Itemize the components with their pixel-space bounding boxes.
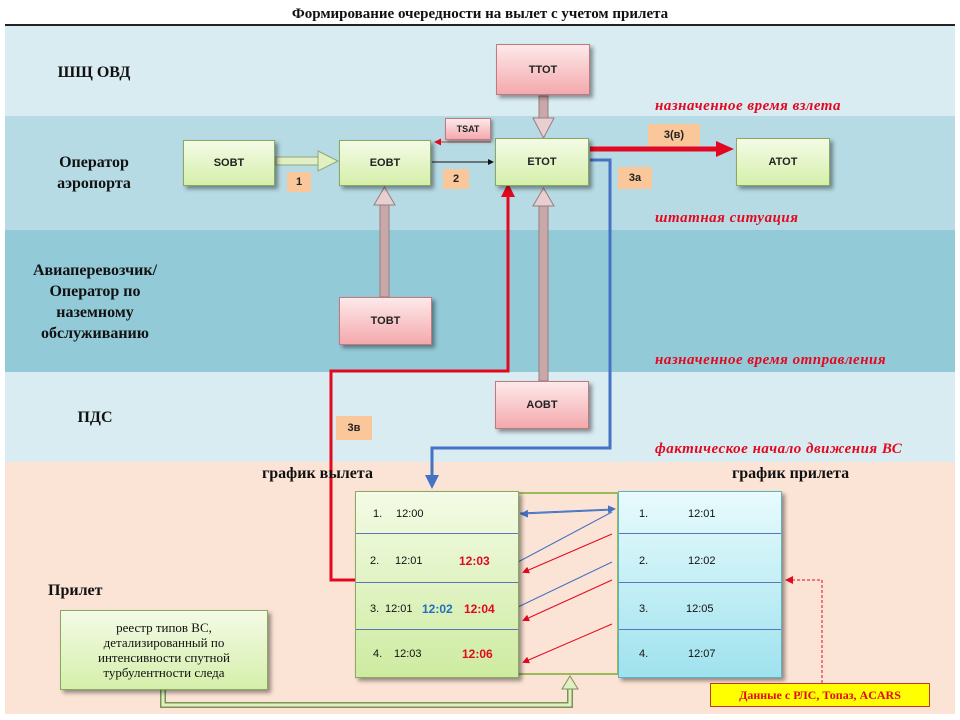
arr-row-time: 12:02 [688, 555, 716, 567]
registry-line: реестр типов ВС, [116, 620, 212, 635]
arr-row-num: 4. [639, 648, 649, 660]
row-divider [356, 629, 518, 630]
band-airline [5, 230, 955, 372]
path-3a [425, 158, 612, 489]
dep-row-num: 2. [370, 555, 380, 567]
eobt-label: EOBT [369, 157, 401, 169]
step-3b-top-text: 3(в) [663, 129, 685, 141]
step-1-text: 1 [295, 176, 303, 188]
atot-box: ATOT [736, 138, 830, 186]
row-divider [356, 533, 518, 534]
registry-line: турбулентности следа [103, 665, 225, 680]
lane-airport-line: Оператор [59, 154, 129, 171]
tsat-label: TSAT [456, 124, 480, 134]
tobt-box: TOBT [339, 297, 432, 345]
dep-row-num: 1. [373, 508, 383, 520]
lane-airline-line: наземному [56, 304, 134, 321]
step-2-text: 2 [452, 173, 460, 185]
arr-row-time: 12:07 [688, 648, 716, 660]
dep-row-new-time: 12:03 [459, 554, 490, 568]
arrow-sobt-eobt [275, 150, 340, 172]
etot-box: ETOT [495, 138, 589, 186]
registry-line: интенсивности спутной [98, 650, 230, 665]
aobt-box: AOBT [495, 381, 589, 429]
lane-label-arrival: Прилет [48, 580, 148, 601]
lane-airport-line: аэропорта [57, 175, 131, 192]
dep-row-num: 3. [370, 603, 380, 615]
sobt-label: SOBT [213, 157, 245, 169]
lane-label-pds: ПДС [50, 407, 140, 428]
arr-row-num: 2. [639, 555, 649, 567]
sobt-box: SOBT [183, 140, 275, 186]
arr-row-time: 12:05 [686, 603, 714, 615]
lane-label-airline: Авиаперевозчик/ Оператор по наземному об… [12, 260, 178, 344]
dep-row-time: 12:03 [394, 648, 422, 660]
row-divider [619, 629, 781, 630]
arrow-tobt-eobt [373, 186, 396, 298]
tobt-label: TOBT [370, 315, 401, 327]
note-assigned-departure: назначенное время отправления [655, 352, 887, 368]
lane-airline-line: Авиаперевозчик/ [32, 262, 158, 279]
lane-airline-line: обслуживанию [41, 325, 149, 342]
arrow-ttot-etot [532, 95, 555, 140]
arr-row-num: 3. [639, 603, 649, 615]
ttot-box: TTOT [496, 44, 590, 95]
step-label-1: 1 [287, 172, 311, 192]
arrow-aobt-etot [532, 187, 555, 382]
dep-row-time: 12:01 [385, 603, 413, 615]
ttot-label: TTOT [528, 63, 558, 76]
arrow-registry-schedules [160, 675, 579, 708]
arrival-schedule-header: график прилета [732, 465, 850, 482]
row-divider [619, 533, 781, 534]
departure-schedule: 1. 12:00 2. 12:01 12:03 3. 12:01 12:02 1… [355, 491, 519, 678]
registry-line: детализированный по [103, 635, 225, 650]
band-atc [5, 26, 955, 116]
note-assigned-takeoff: назначенное время взлета [655, 98, 841, 114]
schedule-cross-links [517, 505, 616, 664]
tsat-box: TSAT [445, 118, 491, 140]
arr-row-time: 12:01 [688, 508, 716, 520]
arrow-etot-atot [590, 141, 734, 157]
lane-label-airport-operator: Оператор аэропорта [28, 152, 160, 194]
atot-label: ATOT [768, 156, 798, 168]
lane-atc-text: ШЩ ОВД [57, 64, 131, 81]
aobt-label: AOBT [526, 399, 558, 411]
dep-row-num: 4. [373, 648, 383, 660]
dep-row-time: 12:00 [396, 508, 424, 520]
arrival-schedule: 1. 12:01 2. 12:02 3. 12:05 4. 12:07 [618, 491, 782, 678]
eobt-box: EOBT [339, 140, 431, 186]
lane-pds-text: ПДС [77, 409, 113, 426]
departure-schedule-header: график вылета [262, 465, 373, 482]
note-normal-situation: штатная ситуация [655, 210, 799, 226]
step-label-2: 2 [443, 169, 469, 189]
step-label-3v: 3в [336, 416, 372, 440]
aircraft-type-registry: реестр типов ВС, детализированный по инт… [60, 610, 268, 690]
arr-row-num: 1. [639, 508, 649, 520]
dep-row-mid-time: 12:02 [422, 602, 453, 616]
path-3v [329, 183, 515, 582]
dep-row-new-time: 12:06 [462, 647, 493, 661]
etot-label: ETOT [527, 156, 557, 168]
lane-arrival-text: Прилет [48, 582, 103, 599]
dep-row-time: 12:01 [395, 555, 423, 567]
note-actual-start: фактическое начало движения ВС [655, 441, 903, 457]
step-3v-text: 3в [347, 422, 361, 434]
data-sources-text: Данные с РЛС, Топаз, ACARS [739, 687, 901, 702]
dep-row-new-time: 12:04 [464, 602, 495, 616]
lane-label-atc: ШЩ ОВД [30, 62, 158, 83]
row-divider [619, 582, 781, 583]
row-divider [356, 582, 518, 583]
step-3a-text: 3а [628, 172, 642, 184]
step-label-3a: 3а [618, 167, 652, 189]
data-sources-label: Данные с РЛС, Топаз, ACARS [710, 683, 930, 707]
lane-airline-line: Оператор по [49, 283, 141, 300]
page-title: Формирование очередности на вылет с учет… [5, 4, 955, 26]
step-label-3b-top: 3(в) [648, 124, 700, 146]
arrow-sources-arrival [785, 576, 823, 683]
